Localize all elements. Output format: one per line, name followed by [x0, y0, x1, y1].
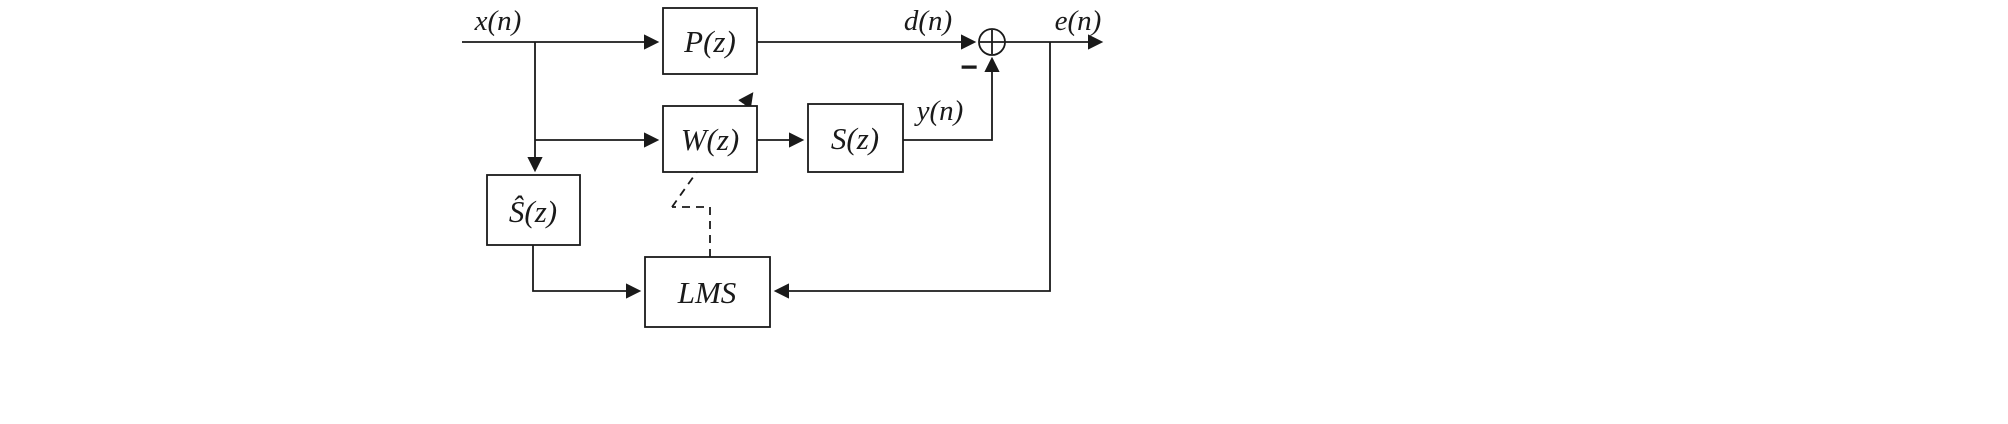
block-pz-label: P(z): [683, 24, 736, 59]
block-pz-box: [662, 7, 758, 75]
label-signal-d: d(n): [904, 5, 952, 37]
block-lms-label: LMS: [677, 275, 737, 310]
label-signal-e: e(n): [1055, 5, 1102, 37]
wire-sz-to-sum: [903, 56, 1000, 141]
block-lms: LMS: [644, 256, 771, 328]
block-sz: S(z): [807, 103, 904, 173]
label-minus-sign: −: [960, 51, 978, 84]
block-sz-label: S(z): [831, 121, 879, 156]
wire-shat-to-lms: [532, 245, 642, 299]
wire-lms-update-dashed: [672, 206, 711, 257]
label-signal-y: y(n): [914, 95, 964, 127]
summing-junction-icon: [978, 28, 1006, 56]
block-pz: P(z): [662, 7, 758, 75]
block-wz-label: W(z): [681, 122, 740, 157]
block-wz-box: [662, 105, 758, 173]
block-shatz-label: Ŝ(z): [509, 194, 557, 229]
block-wz: W(z): [662, 105, 758, 173]
block-shatz: Ŝ(z): [486, 174, 581, 246]
block-sz-box: [807, 103, 904, 173]
block-shatz-box: [486, 174, 581, 246]
block-lms-box: [644, 256, 771, 328]
label-signal-x: x(n): [474, 5, 522, 37]
wire-error-feedback-to-lms: [773, 42, 1051, 299]
